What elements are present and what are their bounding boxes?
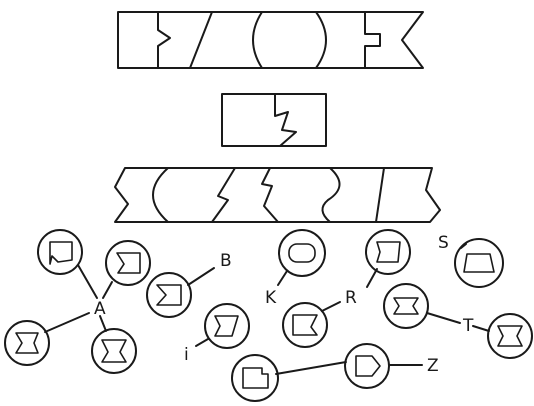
- piece-a4: [91, 328, 137, 374]
- label-r: R: [345, 288, 357, 308]
- piece-t2: [487, 313, 533, 359]
- piece-z2: [344, 343, 390, 389]
- piece-s: [454, 238, 504, 288]
- middle-strip-outline: [221, 93, 327, 147]
- piece-a3: [4, 320, 50, 366]
- bottom-strip-cut-1: [152, 167, 169, 223]
- middle-strip: [221, 93, 327, 147]
- label-a: A: [94, 299, 106, 319]
- top-strip-cut-5: [364, 11, 381, 69]
- top-strip-cut-1: [157, 11, 171, 69]
- piece-r1: [365, 229, 411, 275]
- label-z: Z: [427, 356, 439, 376]
- label-t: T: [462, 316, 474, 336]
- piece-k: [278, 229, 326, 277]
- bottom-strip-cut-4: [321, 167, 341, 223]
- bottom-strip-cut-3: [261, 167, 279, 223]
- bottom-strip-cut-2: [211, 167, 236, 223]
- piece-a1: [37, 229, 83, 275]
- label-i: i: [184, 345, 189, 365]
- top-strip-outline: [117, 11, 424, 69]
- piece-z1: [231, 354, 279, 402]
- top-strip-cut-3: [252, 11, 263, 69]
- piece-i: [204, 303, 250, 349]
- top-strip: [117, 11, 424, 69]
- label-k: K: [265, 288, 277, 308]
- top-strip-cut-2: [189, 11, 213, 69]
- middle-strip-cut: [274, 93, 297, 147]
- bottom-strip: [114, 167, 441, 223]
- piece-b: [146, 272, 192, 318]
- connector-lines: [44, 243, 490, 375]
- piece-r2: [282, 302, 328, 348]
- label-s: S: [438, 233, 449, 253]
- bottom-strip-outline: [114, 167, 441, 223]
- top-strip-cut-4: [315, 11, 327, 69]
- bottom-strip-cut-5: [375, 167, 385, 223]
- label-b: B: [220, 251, 232, 271]
- piece-a2: [105, 240, 151, 286]
- piece-t1: [383, 283, 429, 329]
